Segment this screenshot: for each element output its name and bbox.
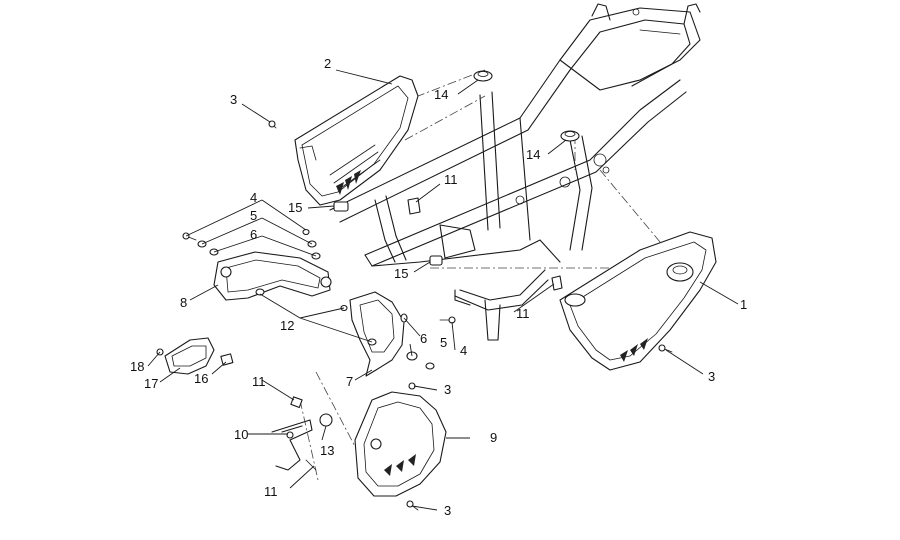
callout-4: 4: [250, 190, 257, 205]
frame-part: [329, 3, 701, 341]
callout-15: 15: [394, 266, 408, 281]
spacer-part-15: [333, 201, 443, 266]
callout-1: 1: [740, 297, 747, 312]
callout-11: 11: [444, 172, 458, 187]
callout-5: 5: [440, 335, 447, 350]
callout-13: 13: [320, 443, 334, 458]
callout-6: 6: [250, 227, 257, 242]
callout-7: 7: [346, 374, 353, 389]
cover-part-8: [213, 251, 332, 301]
callout-11: 11: [516, 306, 530, 321]
grommet-part-14: [473, 70, 580, 142]
bracket-part-10: [271, 396, 333, 471]
callout-15: 15: [288, 200, 302, 215]
side-panel-part-1: [559, 231, 717, 371]
callout-labels: 1 2 3 3 3 3 4 4 5 5 6 6 7 8 9 10 11 11 1…: [130, 56, 747, 518]
callout-16: 16: [194, 371, 208, 386]
callout-11: 11: [252, 374, 266, 389]
callout-9: 9: [490, 430, 497, 445]
callout-17: 17: [144, 376, 158, 391]
callout-12: 12: [280, 318, 294, 333]
callout-18: 18: [130, 359, 144, 374]
callout-14: 14: [526, 147, 540, 162]
side-panel-part-2: [294, 75, 419, 206]
leader-lines: [147, 69, 739, 511]
clip-part-11: [407, 197, 563, 291]
callout-3: 3: [708, 369, 715, 384]
callout-4: 4: [460, 343, 467, 358]
callout-14: 14: [434, 87, 448, 102]
small-parts-16-17-18: [156, 337, 234, 375]
callout-8: 8: [180, 295, 187, 310]
callout-10: 10: [234, 427, 248, 442]
cover-part-9: [354, 382, 447, 511]
callout-11: 11: [264, 484, 278, 499]
callout-3: 3: [444, 382, 451, 397]
callout-5: 5: [250, 208, 257, 223]
callout-6: 6: [420, 331, 427, 346]
callout-2: 2: [324, 56, 331, 71]
assembly-lines: [299, 69, 701, 481]
screw-part-3-right: [658, 344, 673, 353]
callout-3: 3: [230, 92, 237, 107]
callout-3: 3: [444, 503, 451, 518]
bracket-part-7: [340, 291, 456, 377]
